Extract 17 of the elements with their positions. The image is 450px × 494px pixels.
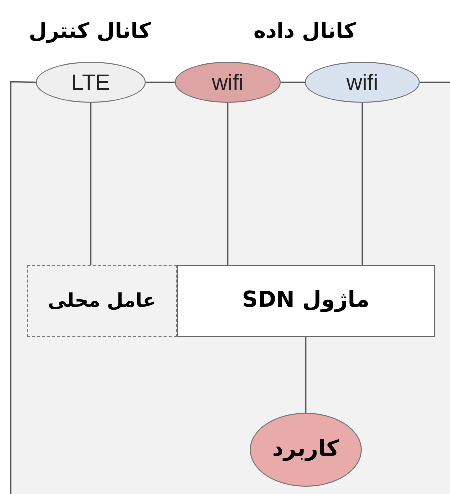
connector-line — [305, 337, 307, 413]
node-label: wifi — [212, 72, 244, 94]
node-label: عامل محلی — [48, 292, 156, 310]
connector-line — [362, 103, 364, 265]
channel-heading: کانال کنترل — [28, 18, 152, 46]
module-box — [177, 265, 435, 337]
connector-line — [420, 82, 450, 84]
connector-line — [90, 103, 92, 265]
node-label: ماژول SDN — [242, 290, 370, 312]
node-label: کاربرد — [272, 439, 340, 461]
connector-line — [10, 81, 36, 494]
connector-line — [227, 103, 229, 265]
connector-line — [281, 82, 305, 84]
node-label: LTE — [72, 72, 110, 94]
node-label: wifi — [346, 72, 378, 94]
connector-line — [146, 82, 175, 84]
channel-heading: کانال داده — [252, 18, 358, 46]
